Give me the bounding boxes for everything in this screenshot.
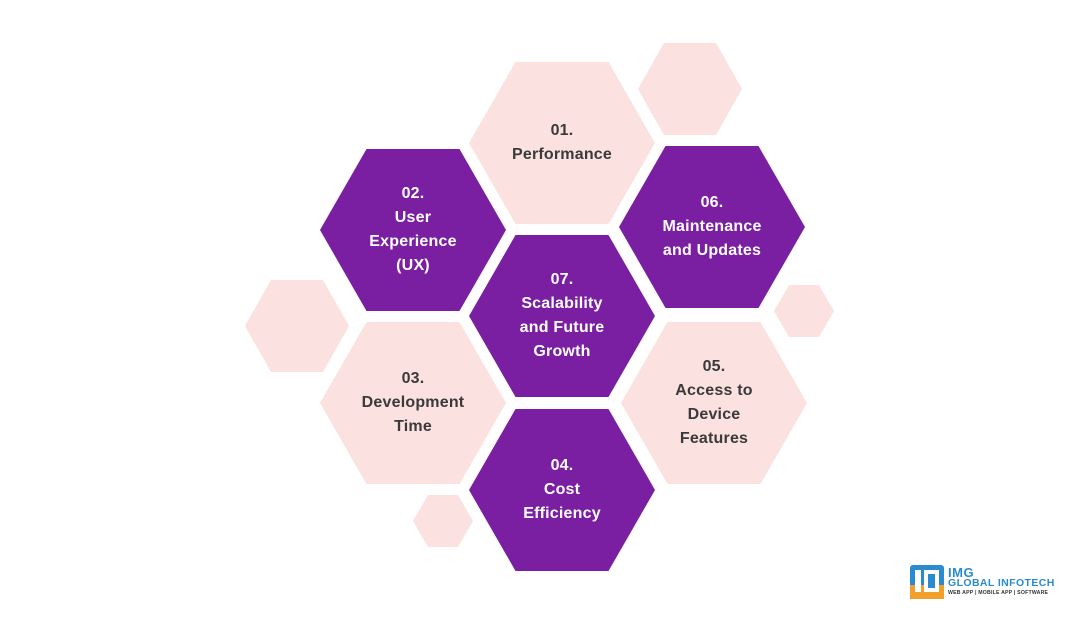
hexagon-maintenance-updates [619,146,805,308]
hexagon-title-line: and Future [519,319,605,336]
hexagon-number: 06. [700,194,724,211]
hexagon-title-line: Performance [511,146,613,163]
logo-mark-icon [910,565,944,599]
decor-hexagon-bottom-left [413,495,473,547]
hexagon-number: 05. [702,358,726,375]
hexagon-cost-efficiency [469,409,655,571]
hexagon-title-line: Maintenance [662,218,762,235]
logo-company-name: GLOBAL INFOTECH [948,577,1055,589]
logo-tagline: WEB APP | MOBILE APP | SOFTWARE [948,590,1049,596]
hexagon-title-line: Experience [369,233,457,250]
hexagon-number: 01. [550,122,574,139]
hexagon-title-line: Growth [533,343,591,360]
decor-hexagon-top-right [638,43,742,135]
hexagon-title-line: Scalability [521,295,603,312]
hexagon-title-line: (UX) [396,257,430,274]
hexagon-title-line: Development [361,394,465,411]
hexagon-label-maintenance-updates: 06. Maintenance and Updates [632,167,792,287]
hexagon-title-line: Features [679,430,749,447]
hexagon-number: 02. [401,185,425,202]
logo-brand: IMG [948,565,975,580]
hexagon-access-device-features [621,322,807,484]
decor-hexagon-right [774,285,834,337]
hexagon-title-line: Device [687,406,741,423]
hexagon-title-line: Cost [543,481,581,498]
hexagon-user-experience [320,149,506,311]
hexagon-title-line: User [394,209,432,226]
hexagon-number: 03. [401,370,425,387]
hexagon-label-performance: 01. Performance [482,83,642,203]
hexagon-number: 04. [550,457,574,474]
hexagon-title-line: Time [394,418,432,435]
hexagon-scalability-growth [469,235,655,397]
hexagon-title-line: Access to [675,382,753,399]
hexagon-development-time [320,322,506,484]
hexagon-number: 07. [550,271,574,288]
hexagon-title-line: and Updates [662,242,762,259]
hexagon-title-line: Efficiency [523,505,601,522]
company-logo: IMG GLOBAL INFOTECH WEB APP | MOBILE APP… [910,565,1054,601]
hexagon-performance [469,62,655,224]
decor-hexagon-left [245,280,349,372]
